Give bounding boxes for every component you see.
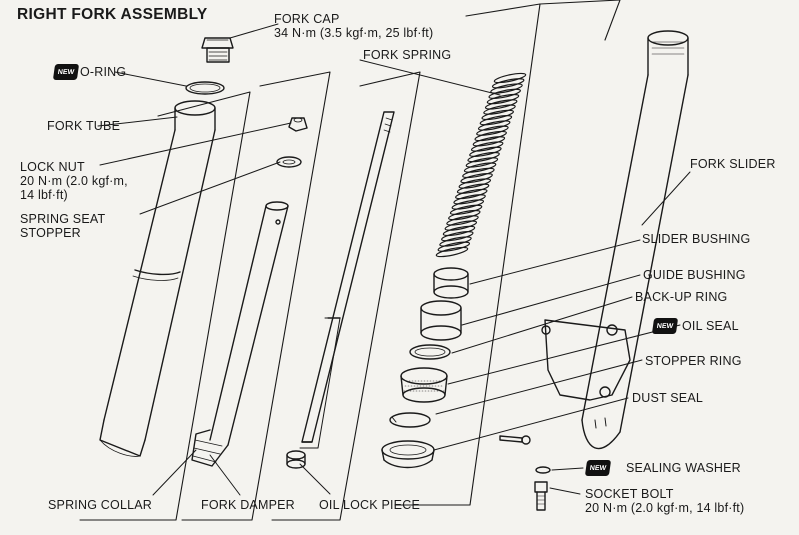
- fork-damper-part: [299, 111, 395, 449]
- spring-coil: [456, 183, 490, 194]
- guide-bushing-part: [420, 300, 462, 341]
- spring-coil: [437, 241, 471, 252]
- lock-nut-text: LOCK NUT: [20, 160, 85, 174]
- slider-bushing-label: SLIDER BUSHING: [642, 232, 751, 246]
- spring-coil: [463, 162, 497, 173]
- fork-spring-label: FORK SPRING: [363, 48, 452, 62]
- spring-seat-stopper-line1: SPRING SEAT: [20, 212, 106, 226]
- spring-coil: [467, 151, 500, 163]
- spring-coil: [442, 225, 476, 237]
- spring-coil: [448, 209, 481, 221]
- fork-cap-torque-text: 34 N·m (3.5 kgf·m, 25 lbf·ft): [274, 26, 434, 40]
- socket-bolt-text: SOCKET BOLT: [585, 487, 674, 501]
- panel-frames: [79, 0, 621, 521]
- spring-coil: [451, 199, 485, 210]
- spring-coil: [465, 157, 499, 168]
- spring-coil: [462, 167, 495, 179]
- fork-cap-part: [201, 37, 234, 63]
- spring-coil: [484, 99, 518, 110]
- spring-coil: [460, 173, 493, 184]
- spring-coil: [493, 72, 527, 84]
- fork-cap-label: FORK CAP 34 N·m (3.5 kgf·m, 25 lbf·ft): [274, 12, 433, 40]
- spring-coil: [474, 130, 507, 142]
- spring-coil: [455, 188, 488, 200]
- back-up-ring-label: BACK-UP RING: [635, 290, 728, 304]
- oil-lock-piece-label: OIL LOCK PIECE: [319, 498, 420, 512]
- spring-coil: [483, 104, 516, 115]
- spring-coil: [476, 125, 509, 136]
- leader-lines: [97, 23, 691, 496]
- spring-coil: [439, 236, 472, 247]
- oil-lock-piece-part: [286, 450, 306, 469]
- spring-collar-part: [191, 201, 289, 467]
- lock-nut-label: LOCK NUT 20 N·m (2.0 kgf·m, 14 lbf·ft): [20, 160, 128, 202]
- lock-nut-part: [288, 117, 308, 132]
- spring-coil: [458, 178, 492, 189]
- spring-coil: [477, 120, 511, 131]
- fork-spring-part: [435, 72, 527, 258]
- spring-collar-label: SPRING COLLAR: [48, 498, 153, 512]
- spring-coil: [481, 109, 514, 121]
- stopper-ring-label: STOPPER RING: [645, 354, 742, 368]
- stopper-ring-part: [389, 412, 431, 428]
- dust-seal-label: DUST SEAL: [632, 391, 704, 405]
- back-up-ring-part: [409, 344, 451, 360]
- o-ring-label: O-RING: [80, 65, 127, 79]
- slider-bushing-part: [433, 267, 469, 299]
- guide-bushing-label: GUIDE BUSHING: [643, 268, 746, 282]
- spring-coil: [486, 93, 520, 105]
- lock-nut-torque-line2: 14 lbf·ft): [20, 188, 68, 202]
- spring-coil: [446, 215, 479, 226]
- fork-slider-label: FORK SLIDER: [690, 157, 776, 171]
- socket-bolt-part: [534, 481, 548, 511]
- spring-coil: [453, 194, 486, 205]
- diagram-title: RIGHT FORK ASSEMBLY: [17, 6, 208, 23]
- oil-seal-label: OIL SEAL: [682, 319, 739, 333]
- spring-seat-stopper-label: SPRING SEAT STOPPER: [20, 212, 105, 240]
- spring-coil: [441, 231, 474, 242]
- spring-coil: [488, 88, 521, 99]
- new-part-icon: NEW: [651, 318, 679, 334]
- lock-nut-torque-line1: 20 N·m (2.0 kgf·m,: [20, 174, 128, 188]
- fork-tube-label: FORK TUBE: [47, 119, 121, 133]
- spring-coil: [490, 83, 523, 94]
- spring-coil: [435, 246, 469, 258]
- fork-cap-text: FORK CAP: [274, 12, 340, 26]
- o-ring-part: [185, 81, 225, 95]
- spring-coil: [479, 115, 513, 126]
- dust-seal-part: [381, 440, 435, 469]
- spring-seat-stopper-line2: STOPPER: [20, 226, 81, 240]
- spring-coil: [491, 78, 525, 89]
- fork-slider-part: [541, 30, 689, 450]
- fork-damper-label: FORK DAMPER: [201, 498, 295, 512]
- spring-coil: [470, 141, 504, 152]
- socket-bolt-label: SOCKET BOLT 20 N·m (2.0 kgf·m, 14 lbf·ft…: [585, 487, 744, 515]
- spring-coil: [449, 204, 483, 215]
- new-part-icon: NEW: [52, 64, 80, 80]
- spring-coil: [469, 146, 502, 157]
- spring-seat-stopper-part: [276, 156, 302, 168]
- spring-coil: [444, 220, 478, 231]
- oil-seal-part: [400, 367, 448, 403]
- sealing-washer-label: SEALING WASHER: [626, 461, 741, 475]
- axle-bolt-part: [499, 435, 531, 445]
- fork-tube-part: [99, 100, 216, 457]
- new-part-icon: NEW: [584, 460, 612, 476]
- sealing-washer-part: [535, 466, 551, 474]
- socket-bolt-torque-text: 20 N·m (2.0 kgf·m, 14 lbf·ft): [585, 501, 745, 515]
- spring-coil: [472, 136, 506, 147]
